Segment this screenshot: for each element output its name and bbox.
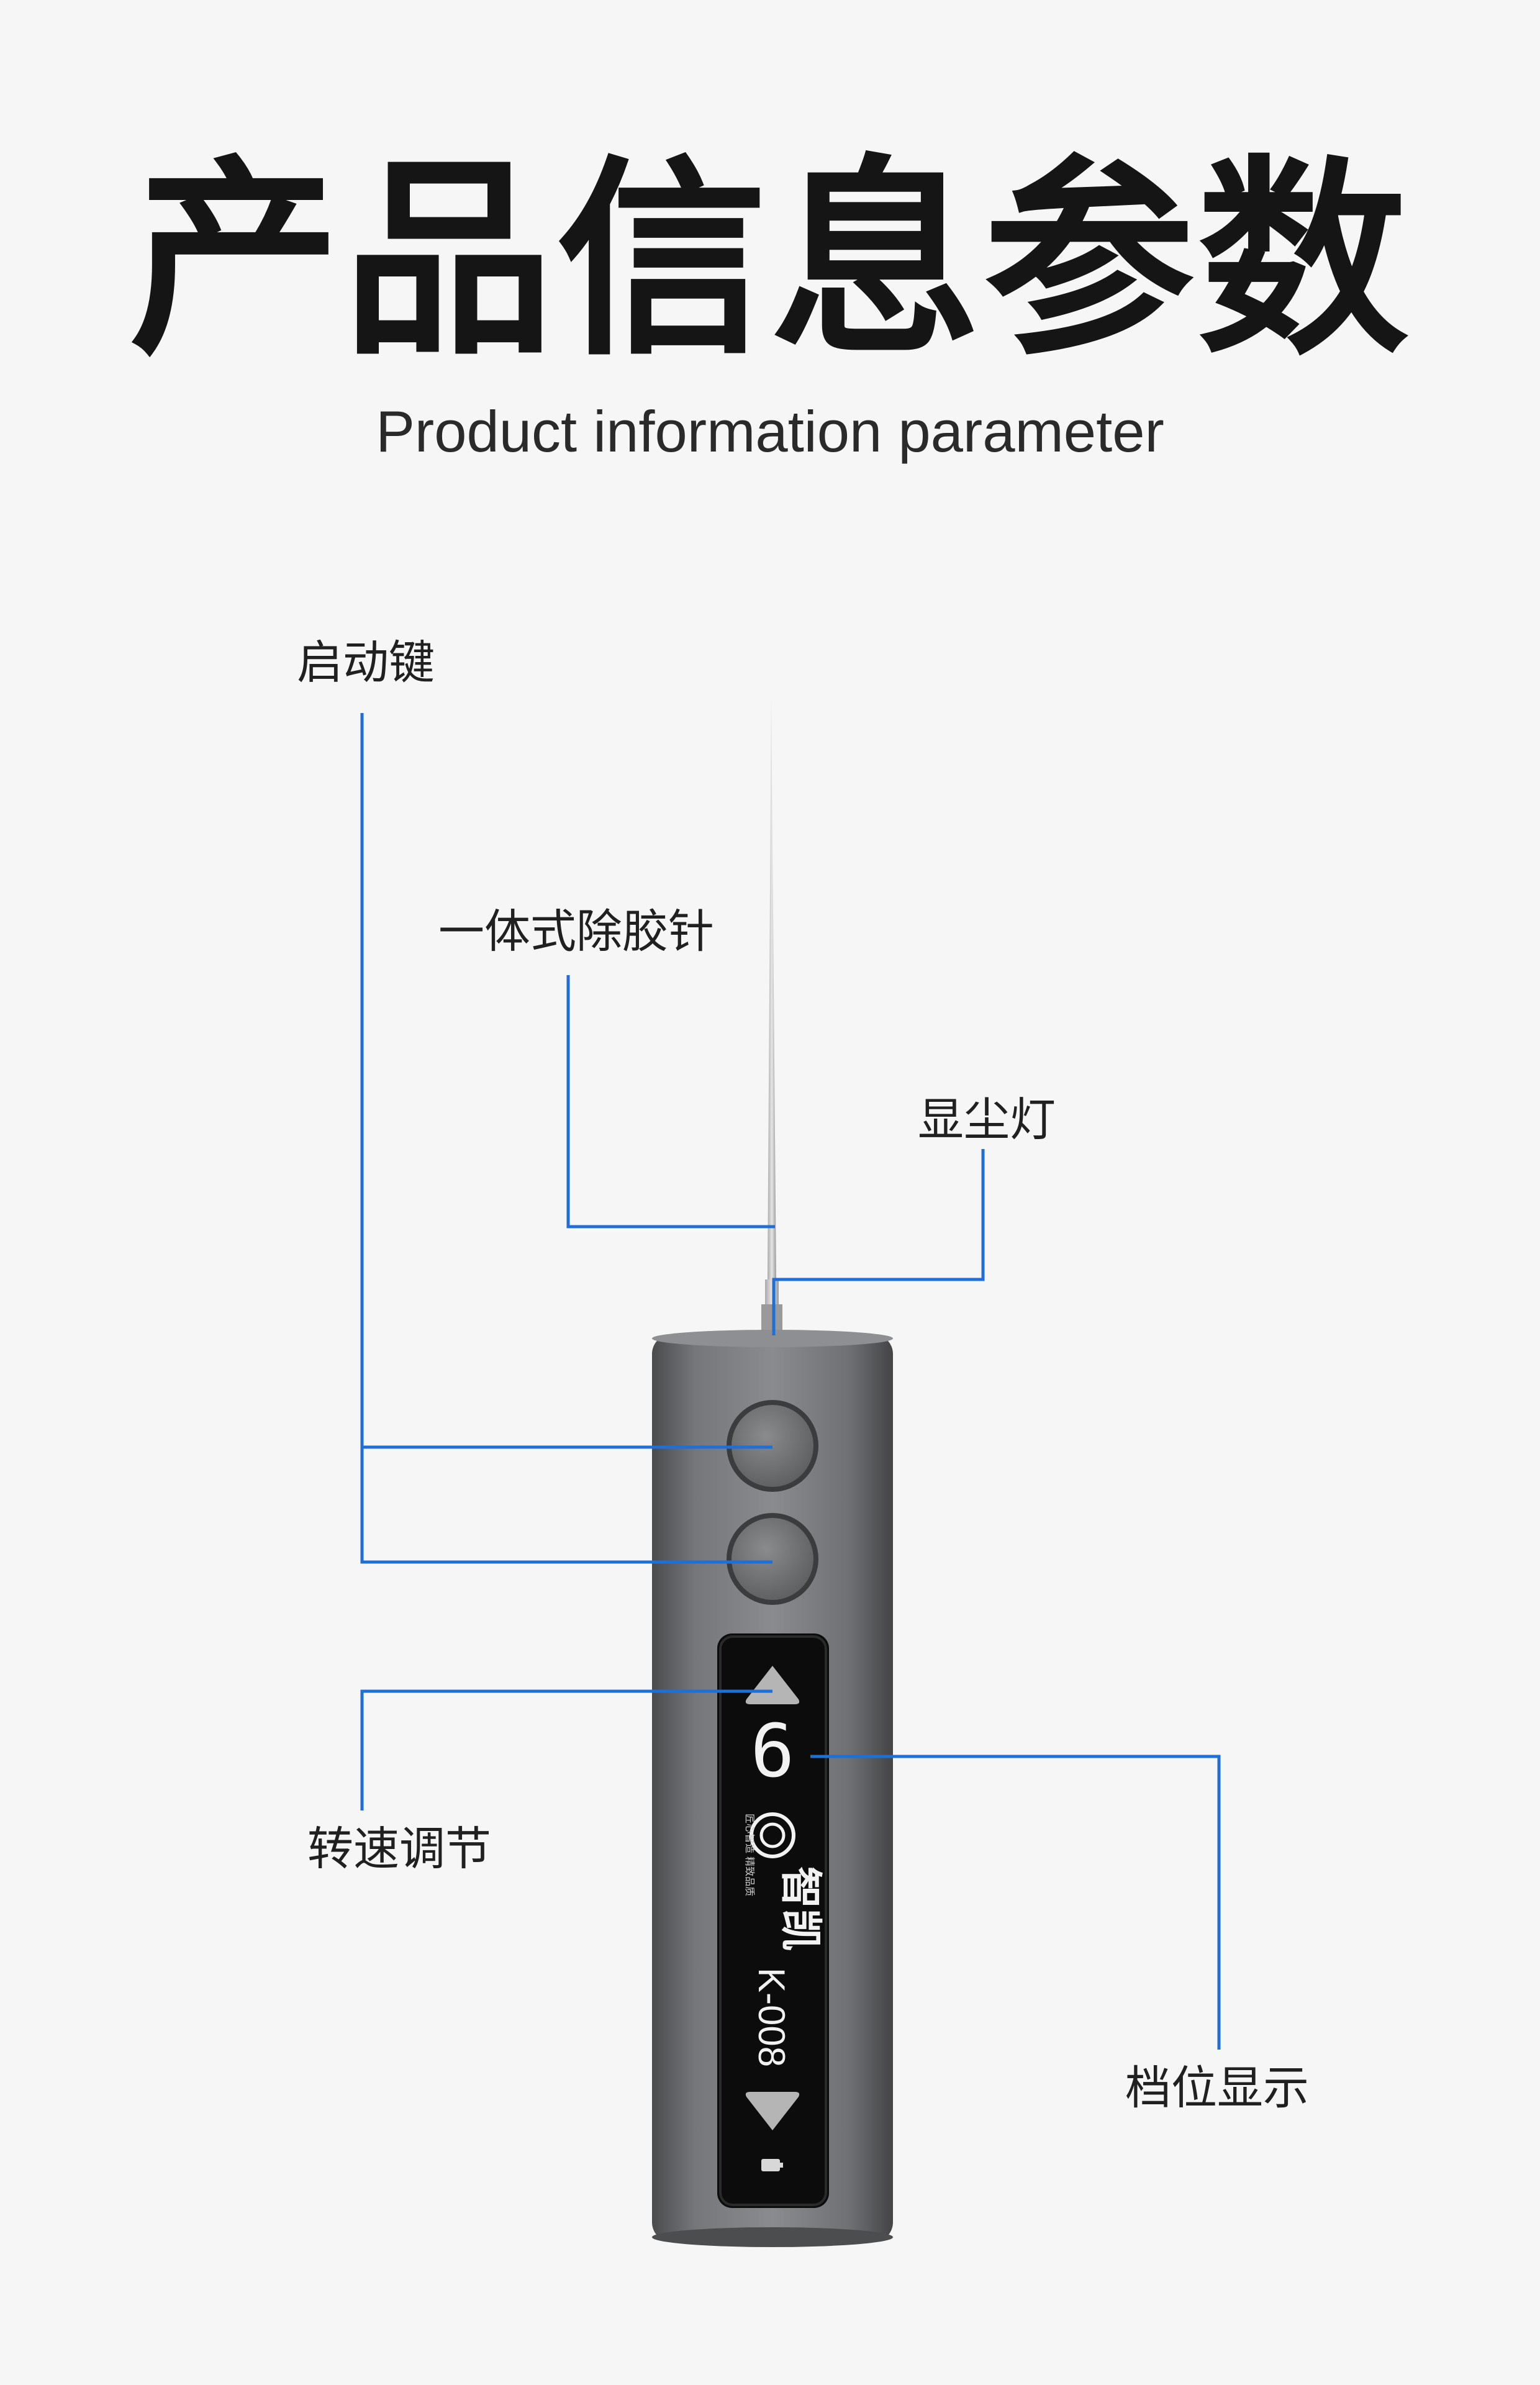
speed-down-triangle-icon[interactable] [745, 2092, 800, 2130]
callout-start-key: 启动键 [297, 636, 435, 689]
speed-up-triangle-icon[interactable] [745, 1666, 800, 1704]
leader-line-gear-display [810, 1755, 1221, 2050]
page-subtitle: Product information parameter [376, 399, 1164, 464]
callout-dust-light: 显尘灯 [918, 1093, 1056, 1147]
callout-gear-display: 档位显示 [1125, 2061, 1309, 2115]
leader-line-dust-light [772, 1149, 985, 1335]
callout-speed-adjust: 转速调节 [307, 1822, 491, 1876]
start-button-lower[interactable] [727, 1513, 818, 1605]
page-title: 产品信息参数 [129, 138, 1411, 384]
gear-level-digit: 6 [750, 1708, 794, 1794]
display-panel [717, 1633, 829, 2208]
leader-lines [360, 713, 1221, 2050]
leader-line-start-key-lower [360, 1447, 772, 1564]
brand-name: 智凯 [776, 1866, 825, 1951]
leader-line-needle [566, 975, 775, 1229]
brand-logo-icon [750, 1812, 795, 1858]
glue-removal-needle [761, 696, 782, 1337]
battery-icon [761, 2159, 783, 2171]
brand-slogan: 匠心智造 精致品质 [744, 1814, 756, 1896]
model-number: K-008 [751, 1968, 792, 2067]
callout-needle: 一体式除胶针 [438, 905, 714, 958]
leader-line-speed-adjust [360, 1689, 772, 1810]
